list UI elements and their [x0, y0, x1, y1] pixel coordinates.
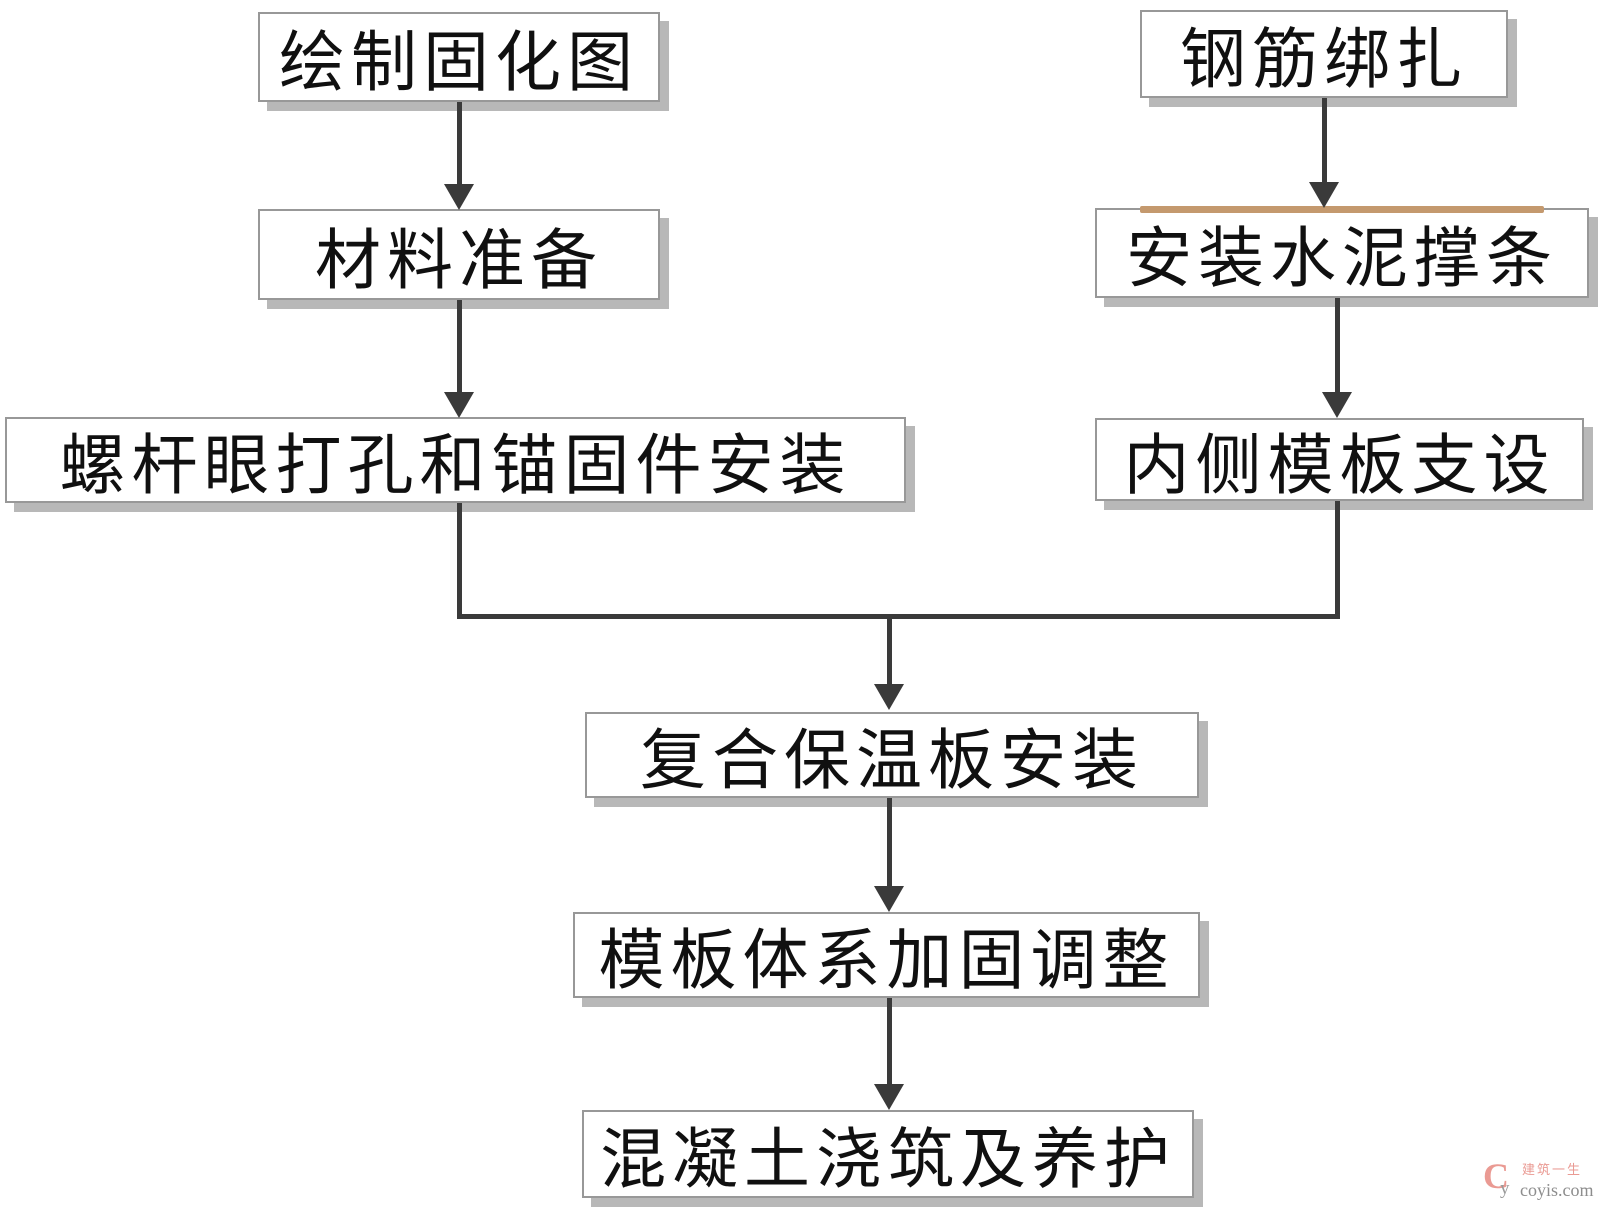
- node-label: 绘制固化图: [279, 27, 639, 100]
- watermark-site-text: coyis.com: [1520, 1180, 1594, 1200]
- arrow-line: [1335, 298, 1340, 394]
- arrow-line: [457, 300, 462, 394]
- watermark-brand-text: 建筑一生: [1522, 1162, 1583, 1177]
- node-label: 材料准备: [315, 224, 603, 298]
- arrow-head-icon: [874, 1084, 904, 1110]
- arrow-line: [457, 102, 462, 186]
- arrow-head-icon: [874, 886, 904, 912]
- node-inner-formwork-erection: 内侧模板支设: [1095, 418, 1584, 503]
- merge-right-line: [1335, 501, 1340, 619]
- node-install-cement-battens: 安装水泥撑条: [1095, 206, 1589, 298]
- arrow-line: [1322, 98, 1327, 184]
- arrow-head-icon: [1322, 392, 1352, 418]
- arrow-head-icon: [874, 684, 904, 710]
- node-label: 螺杆眼打孔和锚固件安装: [59, 430, 852, 503]
- node-draw-curing-diagram: 绘制固化图: [258, 12, 660, 102]
- node-label: 安装水泥撑条: [1126, 223, 1558, 296]
- node-concrete-pouring-and-curing: 混凝土浇筑及养护: [582, 1110, 1194, 1198]
- node-formwork-system-reinforcement-adjustment: 模板体系加固调整: [573, 912, 1200, 998]
- node-material-preparation: 材料准备: [258, 209, 660, 300]
- watermark-logo-c-icon: C: [1483, 1156, 1509, 1196]
- watermark-logo-y-icon: y: [1500, 1178, 1510, 1199]
- watermark: C y 建筑一生 coyis.com: [1483, 1158, 1598, 1210]
- node-label: 混凝土浇筑及养护: [600, 1124, 1176, 1197]
- arrow-head-icon: [444, 392, 474, 418]
- arrow-line: [887, 798, 892, 888]
- arrow-line: [887, 998, 892, 1086]
- arrow-head-icon: [1309, 182, 1339, 208]
- node-label: 模板体系加固调整: [598, 925, 1175, 998]
- node-label: 内侧模板支设: [1123, 429, 1556, 503]
- arrow-head-icon: [444, 184, 474, 210]
- node-label: 复合保温板安装: [640, 725, 1144, 798]
- merge-left-line: [457, 503, 462, 619]
- node-label: 钢筋绑扎: [1180, 24, 1468, 97]
- merge-down-line: [887, 619, 892, 686]
- node-composite-insulation-board-installation: 复合保温板安装: [585, 712, 1199, 798]
- merge-horizontal-line: [457, 614, 1340, 619]
- node-screw-hole-drilling-and-anchor-installation: 螺杆眼打孔和锚固件安装: [5, 417, 906, 503]
- tan-highlight-bar: [1140, 206, 1544, 213]
- node-rebar-tying: 钢筋绑扎: [1140, 10, 1508, 98]
